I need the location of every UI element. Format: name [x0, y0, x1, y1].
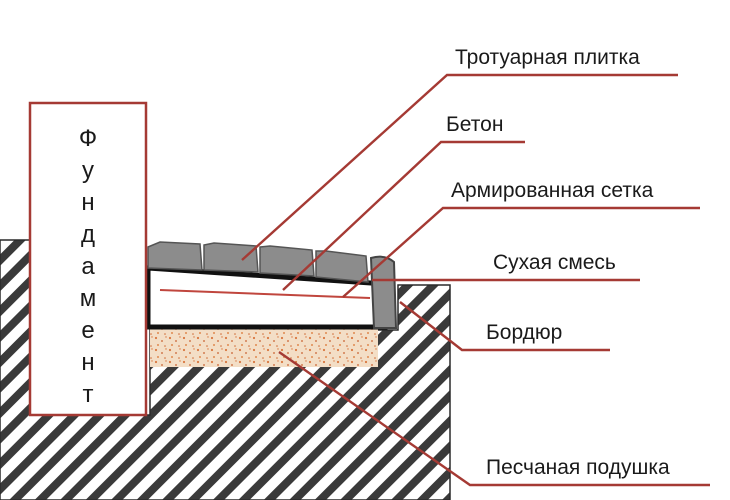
reinforcing-mesh-line — [159, 289, 371, 299]
foundation-label-char: е — [81, 317, 94, 344]
foundation-label-char: н — [81, 349, 94, 376]
label-dry-mix: Сухая смесь — [493, 251, 616, 274]
label-sand-cushion: Песчаная подушка — [486, 456, 670, 479]
foundation-label-char: а — [81, 253, 95, 280]
label-paving-tile: Тротуарная плитка — [455, 46, 640, 69]
foundation-label: Ф у н д а м е н т — [79, 125, 97, 408]
leader-concrete — [282, 140, 525, 291]
foundation-label-char: м — [80, 285, 97, 312]
label-curb: Бордюр — [486, 321, 562, 344]
foundation-block — [28, 101, 148, 417]
label-reinforcing-mesh: Армированная сетка — [451, 179, 654, 202]
sand-cushion-layer — [150, 327, 378, 367]
leader-reinforcing-mesh — [342, 206, 700, 298]
foundation-label-char: т — [83, 381, 94, 408]
foundation-label-char: д — [81, 221, 95, 248]
leader-sand-cushion — [278, 351, 710, 487]
leader-lines — [241, 73, 710, 487]
label-concrete: Бетон — [446, 113, 503, 136]
foundation-label-char: Ф — [79, 125, 97, 152]
foundation-label-char: н — [81, 189, 94, 216]
paving-tiles — [147, 241, 369, 283]
leader-curb — [399, 301, 610, 352]
leader-paving-tile — [241, 73, 678, 261]
foundation-label-char: у — [82, 157, 94, 184]
